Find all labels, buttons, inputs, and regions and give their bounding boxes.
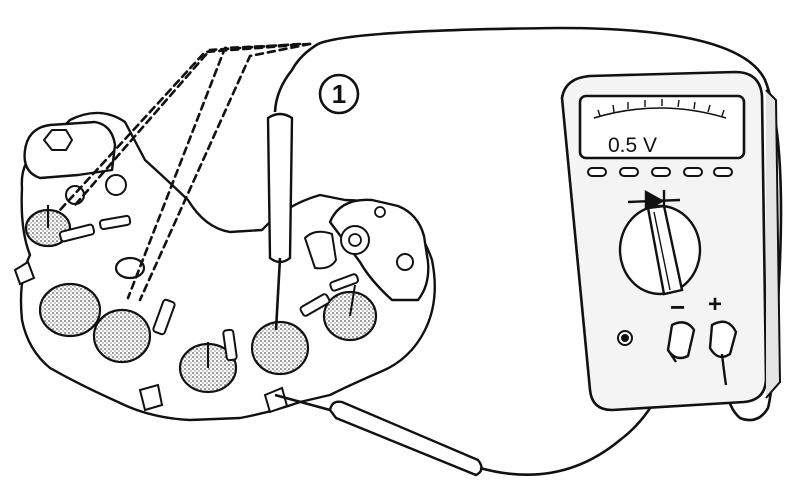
callout-number: 1 bbox=[332, 79, 346, 109]
negative-jack[interactable] bbox=[666, 321, 696, 363]
diode-cup bbox=[114, 256, 146, 280]
multimeter: 0.5 V − + bbox=[560, 70, 782, 412]
diode-cup bbox=[250, 320, 310, 376]
mode-buttons bbox=[587, 167, 733, 177]
mode-button[interactable] bbox=[651, 167, 671, 177]
display-reading: 0.5 V bbox=[608, 134, 657, 157]
positive-terminal-label: + bbox=[708, 291, 722, 318]
mode-button[interactable] bbox=[619, 167, 639, 177]
rotary-selector-icon[interactable] bbox=[618, 204, 702, 296]
probe-1 bbox=[266, 42, 319, 331]
mounting-plate bbox=[328, 198, 430, 302]
hex-nut bbox=[43, 129, 73, 151]
diode-leads bbox=[13, 205, 360, 414]
diode-cup bbox=[92, 308, 152, 364]
positive-jack[interactable] bbox=[708, 320, 738, 386]
screw-icon bbox=[617, 330, 633, 346]
terminal-bracket bbox=[23, 120, 117, 180]
mode-button[interactable] bbox=[587, 167, 607, 177]
diode-cup bbox=[38, 282, 102, 338]
mode-button[interactable] bbox=[713, 167, 733, 177]
probe-handle bbox=[328, 400, 483, 477]
mode-button[interactable] bbox=[683, 167, 703, 177]
dashed-test-paths bbox=[58, 42, 312, 302]
negative-terminal-label: − bbox=[670, 292, 685, 322]
callout-1: 1 bbox=[318, 73, 360, 115]
probe-cable-top bbox=[317, 26, 783, 422]
terminal-stud bbox=[304, 230, 337, 270]
callout-circle bbox=[318, 73, 360, 115]
probe-handle bbox=[266, 112, 294, 264]
